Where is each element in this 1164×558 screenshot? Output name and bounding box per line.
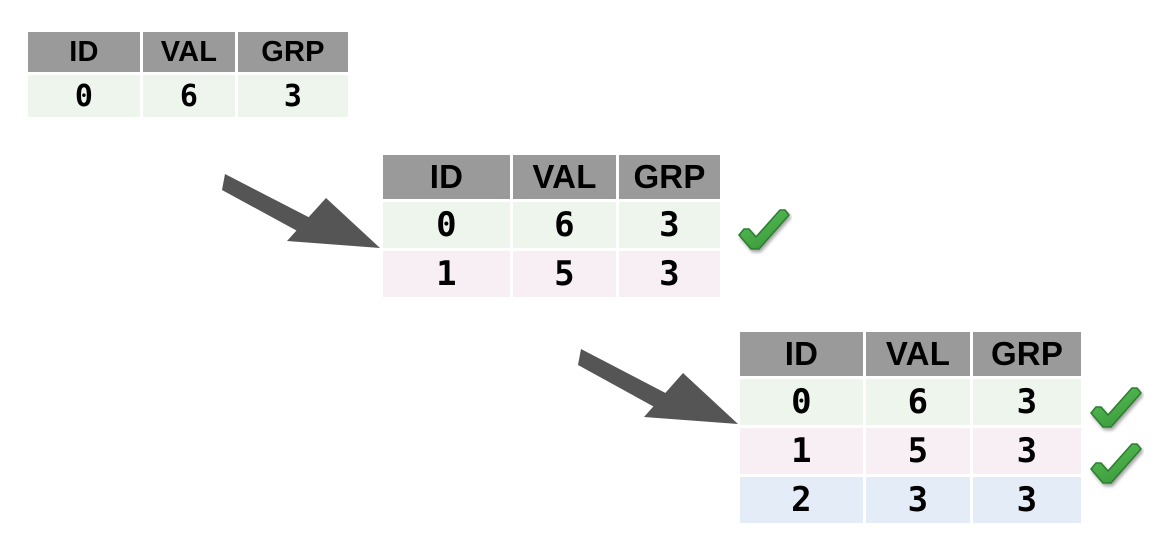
cell-id: 0 <box>383 202 510 248</box>
column-header-id: ID <box>383 155 510 199</box>
column-header-grp: GRP <box>973 332 1081 376</box>
cell-val: 5 <box>513 251 616 297</box>
table-row: 1 5 3 <box>740 428 1081 474</box>
column-header-id: ID <box>28 32 140 72</box>
column-header-val: VAL <box>866 332 970 376</box>
cell-val: 6 <box>513 202 616 248</box>
cell-id: 0 <box>28 75 140 117</box>
column-header-grp: GRP <box>238 32 348 72</box>
table-row: 1 5 3 <box>383 251 720 297</box>
cell-grp: 3 <box>973 428 1081 474</box>
cell-val: 6 <box>143 75 235 117</box>
cell-grp: 3 <box>973 477 1081 523</box>
checkmark-icon <box>738 209 790 250</box>
column-header-val: VAL <box>143 32 235 72</box>
cell-grp: 3 <box>619 202 720 248</box>
cell-id: 1 <box>740 428 863 474</box>
cell-id: 2 <box>740 477 863 523</box>
arrow-step-2-icon <box>578 349 738 424</box>
table-row: 0 6 3 <box>383 202 720 248</box>
column-header-grp: GRP <box>619 155 720 199</box>
cell-val: 5 <box>866 428 970 474</box>
table-step-2: ID VAL GRP 0 6 3 1 5 3 <box>383 155 720 300</box>
cell-grp: 3 <box>973 379 1081 425</box>
table-header-row: ID VAL GRP <box>28 32 348 72</box>
column-header-val: VAL <box>513 155 616 199</box>
table-header-row: ID VAL GRP <box>740 332 1081 376</box>
checkmark-icon <box>1090 443 1142 484</box>
arrow-step-1-icon <box>222 174 380 248</box>
table-row: 0 6 3 <box>28 75 348 117</box>
cell-val: 6 <box>866 379 970 425</box>
cell-grp: 3 <box>619 251 720 297</box>
table-step-3: ID VAL GRP 0 6 3 1 5 3 2 3 3 <box>740 332 1081 526</box>
column-header-id: ID <box>740 332 863 376</box>
table-header-row: ID VAL GRP <box>383 155 720 199</box>
cell-id: 1 <box>383 251 510 297</box>
table-row: 0 6 3 <box>740 379 1081 425</box>
table-step-1: ID VAL GRP 0 6 3 <box>28 32 348 117</box>
cell-val: 3 <box>866 477 970 523</box>
checkmark-icon <box>1090 387 1142 428</box>
cell-grp: 3 <box>238 75 348 117</box>
table-row: 2 3 3 <box>740 477 1081 523</box>
cell-id: 0 <box>740 379 863 425</box>
